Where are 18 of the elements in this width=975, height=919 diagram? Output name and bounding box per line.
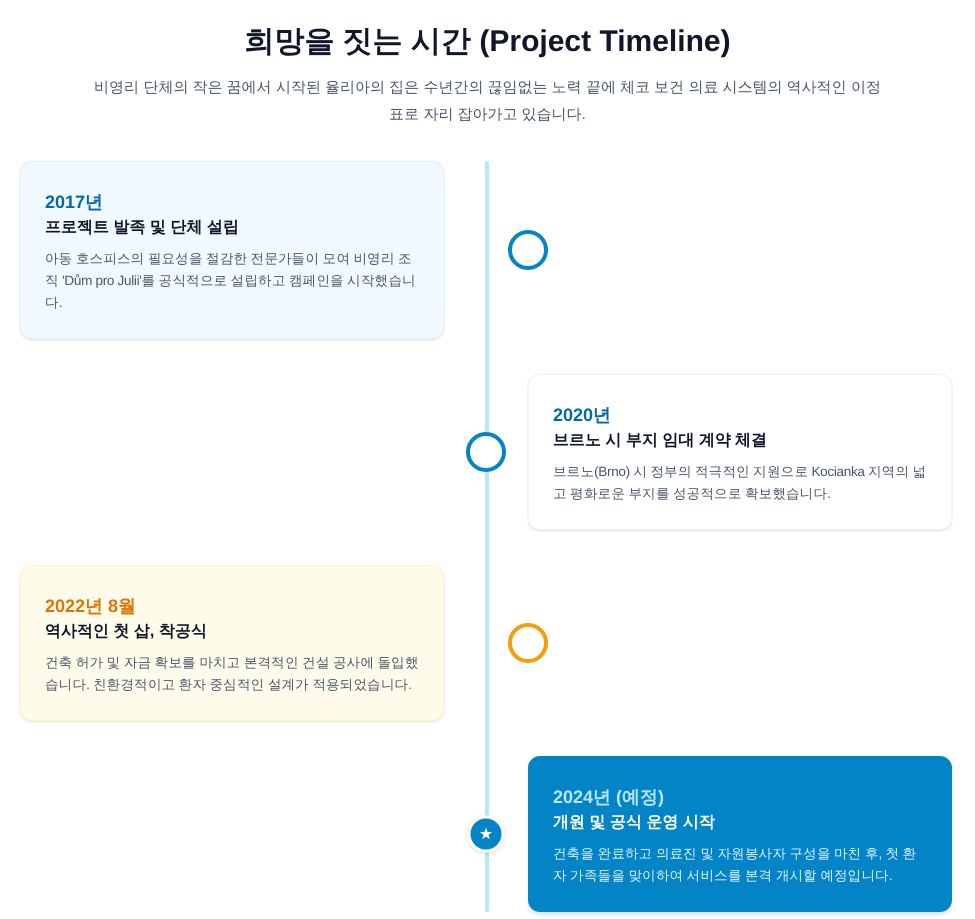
- milestone-card: [20, 161, 444, 339]
- milestone-date: 2024년 (예정): [553, 786, 666, 809]
- milestone-description: 건축을 완료하고 의료진 및 자원봉사자 구성을 마친 후, 첫 환자 가족들을 맞이하여 서비스를 본격 개시할 예정입니다.: [553, 845, 918, 885]
- milestone-date: 2022년 8월: [45, 595, 138, 618]
- milestone-title: 역사적인 첫 삽, 착공식: [45, 622, 208, 642]
- milestone-title: 개원 및 공식 운영 시작: [553, 813, 716, 833]
- milestone-description: 아동 호스피스의 필요성을 절감한 전문가들이 모여 비영리 조직 'Dům pro Julii'를 공식적으로 설립하고 캠페인을 시작했습니다.: [45, 250, 417, 312]
- milestone-description: 건축 허가 및 자금 확보를 마치고 본격적인 건설 공사에 돌입했습니다. 친환경적이고 환자 중심적인 설계가 적용되었습니다.: [45, 654, 419, 694]
- milestone-card: [528, 374, 952, 530]
- milestone-date: 2020년: [553, 404, 612, 427]
- milestone-title: 프로젝트 발족 및 단체 설립: [45, 218, 240, 238]
- milestone-date: 2017년: [45, 191, 104, 214]
- milestone-title: 브르노 시 부지 임대 계약 체결: [553, 431, 768, 451]
- milestone-description: 브르노(Brno) 시 정부의 적극적인 지원으로 Kocianka 지역의 넓고 평화로운 부지를 성공적으로 확보했습니다.: [553, 463, 927, 503]
- page-title: 희망을 짓는 시간 (Project Timeline): [243, 24, 732, 60]
- milestone-card: [20, 565, 444, 721]
- subtitle: 비영리 단체의 작은 꿈에서 시작된 율리아의 집은 수년간의 끊임없는 노력 끝에 체코 보건 의료 시스템의 역사적인 이정표로 자리 잡아가고 있습니다.: [93, 78, 882, 125]
- milestone-card: [528, 756, 952, 912]
